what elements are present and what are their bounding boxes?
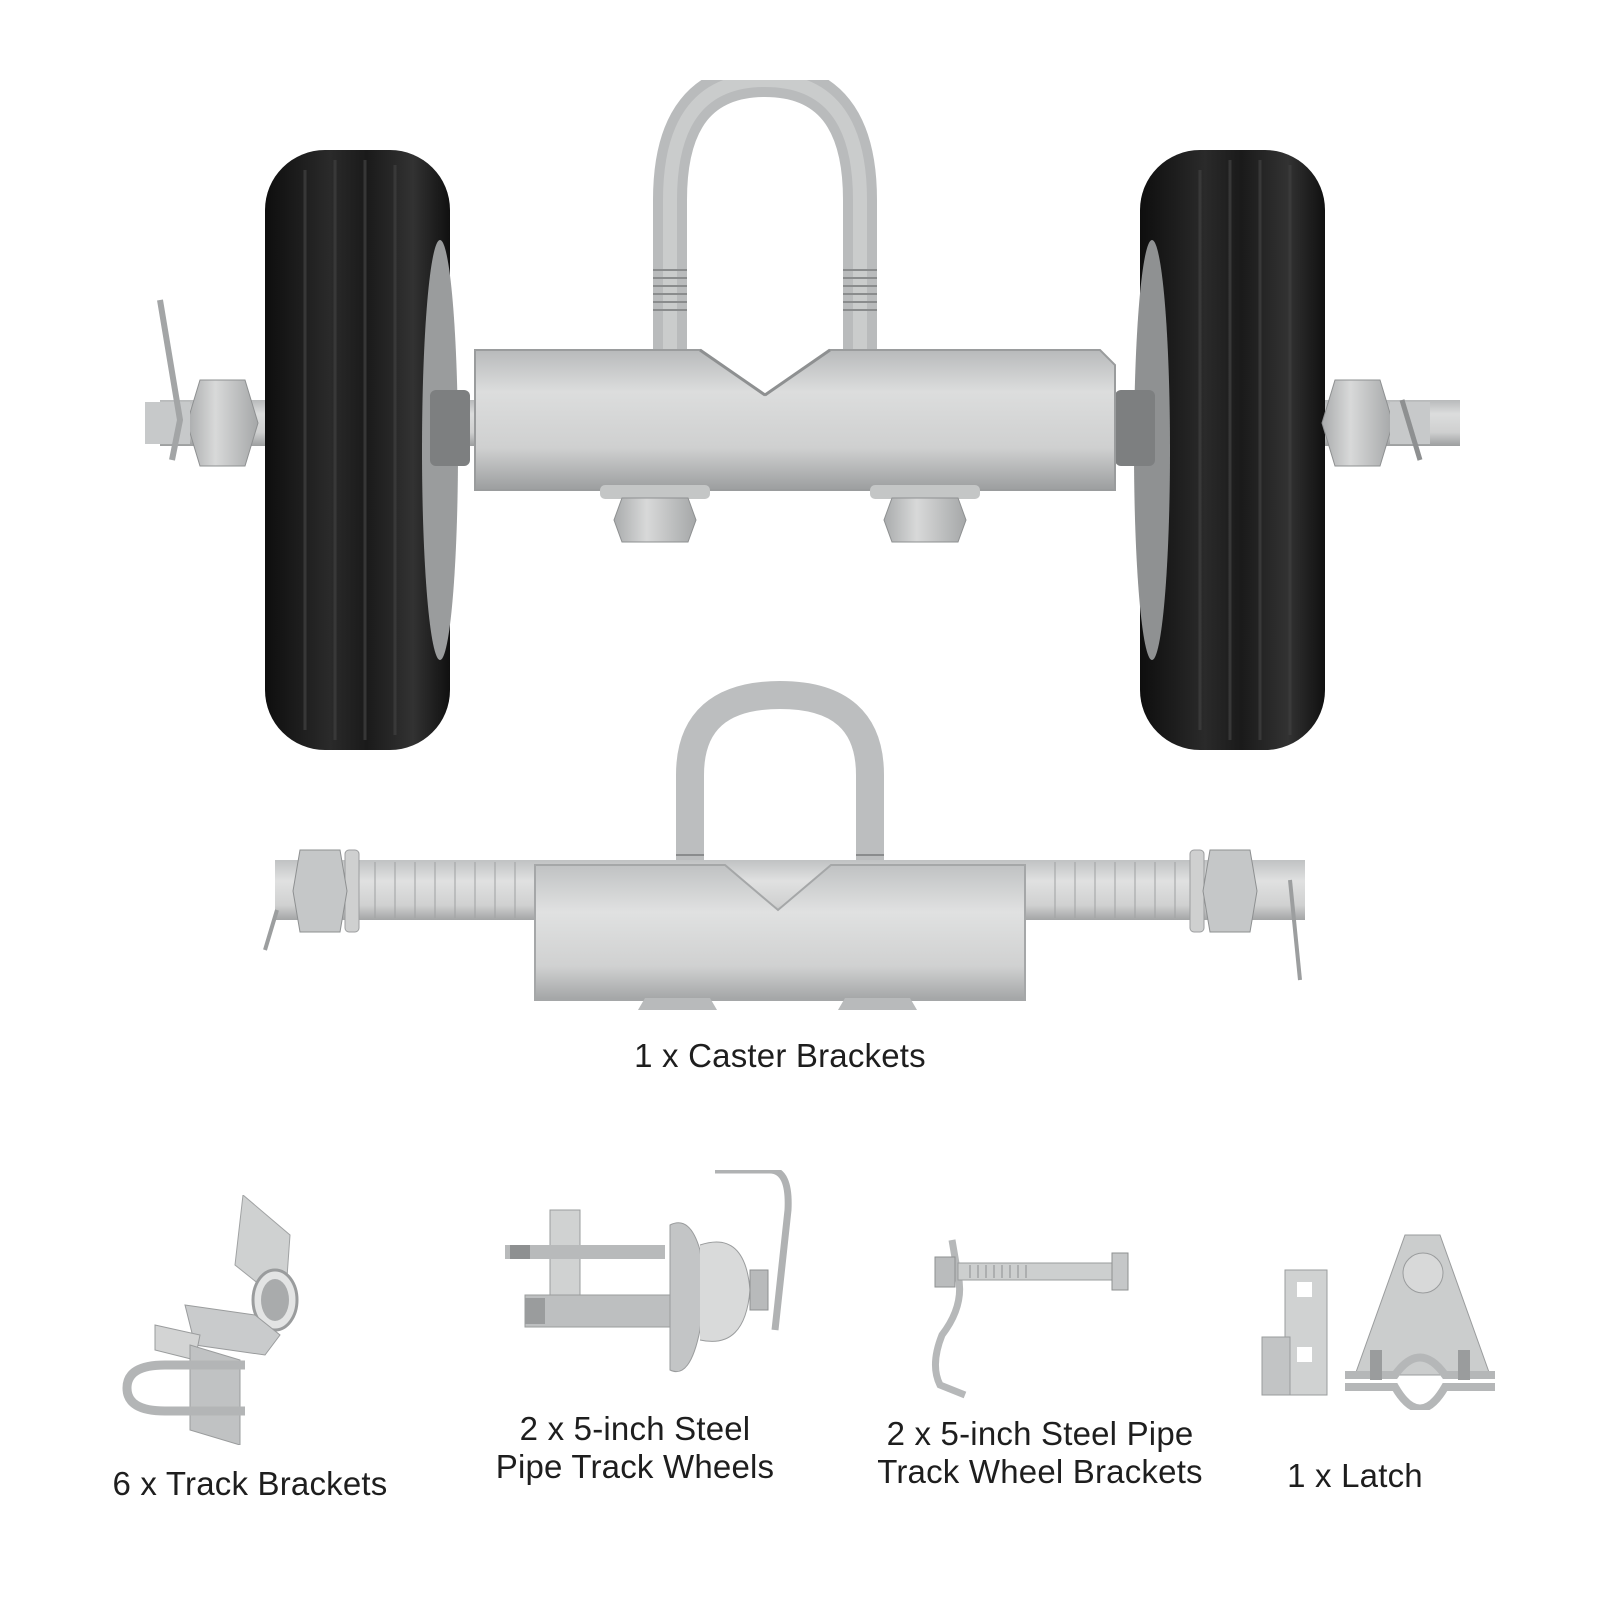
u-bolt-icon bbox=[653, 80, 877, 380]
track-wheels-image bbox=[505, 1170, 795, 1410]
caster-brackets-image bbox=[255, 680, 1325, 1010]
caster-brackets-label-line-1: 1 x Caster Brackets bbox=[634, 1037, 926, 1074]
track-wheel-bracket-illustration bbox=[932, 1239, 1129, 1399]
left-wheel-icon bbox=[265, 150, 458, 750]
track-wheel-illustration bbox=[505, 1170, 792, 1372]
track-wheels-label-line-1: 2 x 5-inch Steel bbox=[519, 1410, 751, 1447]
caster-bracket-body-icon bbox=[474, 349, 1116, 491]
caster-assembly-image bbox=[140, 80, 1480, 770]
track-wheels-label-line-2: Pipe Track Wheels bbox=[495, 1448, 775, 1485]
right-wheel-icon bbox=[1134, 150, 1325, 750]
track-wheels-label: 2 x 5-inch Steel Pipe Track Wheels bbox=[475, 1410, 795, 1486]
caster-brackets-label: 1 x Caster Brackets bbox=[560, 1037, 1000, 1075]
track-wheel-brackets-label-line-2: Track Wheel Brackets bbox=[877, 1453, 1203, 1490]
track-brackets-label: 6 x Track Brackets bbox=[90, 1465, 410, 1503]
latch-label: 1 x Latch bbox=[1255, 1457, 1455, 1495]
track-bracket-illustration bbox=[122, 1195, 299, 1445]
track-wheel-brackets-image bbox=[930, 1235, 1130, 1400]
latch-illustration bbox=[1261, 1234, 1495, 1410]
latch-label-line-1: 1 x Latch bbox=[1287, 1457, 1423, 1494]
caster-assembly-illustration bbox=[145, 80, 1460, 750]
bottom-nuts-icon bbox=[600, 485, 980, 543]
track-wheel-brackets-label-line-1: 2 x 5-inch Steel Pipe bbox=[886, 1415, 1194, 1452]
caster-brackets-illustration bbox=[263, 680, 1305, 1010]
latch-image bbox=[1240, 1225, 1530, 1410]
track-wheel-brackets-label: 2 x 5-inch Steel Pipe Track Wheel Bracke… bbox=[860, 1415, 1220, 1491]
track-brackets-image bbox=[115, 1195, 315, 1445]
track-brackets-label-line-1: 6 x Track Brackets bbox=[112, 1465, 388, 1502]
